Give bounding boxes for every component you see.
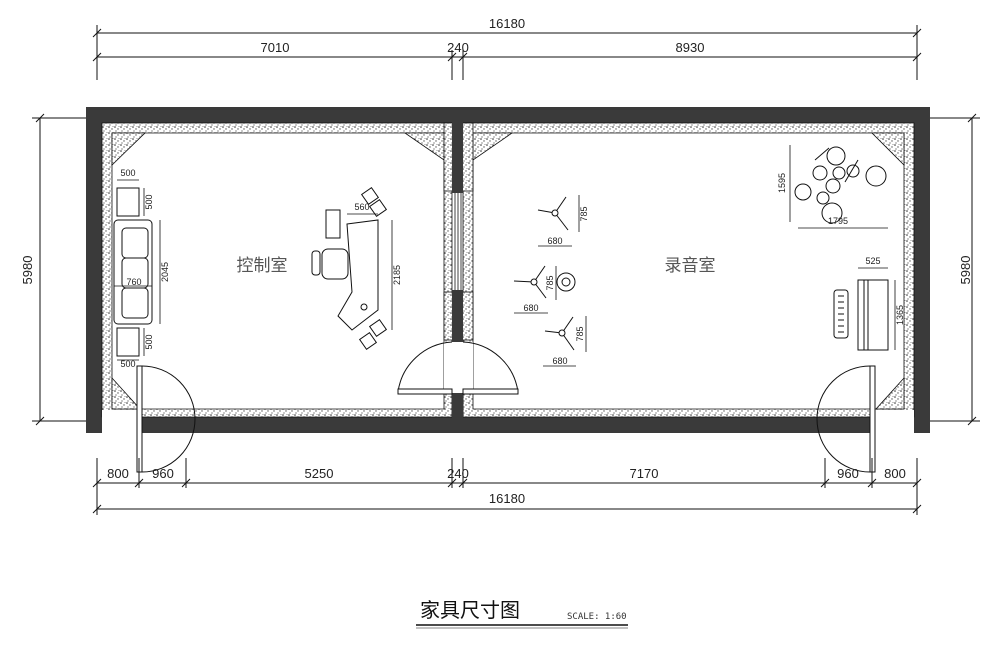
dim-stand3-h: 785: [575, 326, 585, 341]
mic-stand-3: [544, 316, 575, 351]
mic-stand-2: [513, 265, 576, 299]
dim-bottom-seg-4: 240: [447, 466, 469, 481]
dim-sofa-h: 2045: [160, 262, 170, 282]
dim-drum-h: 1595: [777, 173, 787, 193]
drawing-scale: SCALE: 1:60: [567, 612, 627, 622]
dim-right-height: 5980: [958, 256, 973, 285]
dim-left-height: 5980: [20, 256, 35, 285]
dim-top-total: 16180: [489, 16, 525, 31]
dim-bottom-seg-7: 800: [884, 466, 906, 481]
dim-bottom-total: 16180: [489, 491, 525, 506]
drum-kit: [794, 146, 887, 224]
mic-stand-1: [537, 196, 569, 231]
dim-piano-w: 525: [865, 256, 880, 266]
dim-desk-h: 2185: [392, 265, 402, 285]
dim-desk-w: 560: [354, 202, 369, 212]
dim-top-mid: 240: [447, 40, 469, 55]
dim-stand3-w: 680: [552, 356, 567, 366]
recording-room-dim-lines: [514, 145, 896, 367]
dim-bottom-seg-2: 960: [152, 466, 174, 481]
doors: [102, 341, 914, 473]
dim-drum-w: 1795: [828, 216, 848, 226]
dim-bottom-seg-3: 5250: [305, 466, 334, 481]
walls: [86, 107, 930, 433]
control-room-dim-lines: [114, 179, 393, 361]
side-dimensions: [32, 113, 980, 426]
dim-side-chair-bottom-w: 500: [120, 359, 135, 369]
dim-bottom-seg-6: 960: [837, 466, 859, 481]
dim-side-chair-top-h: 500: [144, 194, 154, 209]
dim-piano-h: 1365: [895, 305, 905, 325]
side-chair-top: [116, 187, 140, 217]
dim-side-chair-top-w: 500: [120, 168, 135, 178]
recording-room-furniture: [513, 146, 889, 351]
dim-bottom-seg-5: 7170: [630, 466, 659, 481]
dim-side-chair-bottom-h: 500: [144, 334, 154, 349]
piano: [833, 279, 889, 351]
control-desk: [337, 219, 379, 331]
room-label-control: 控制室: [237, 256, 288, 276]
dim-top-left: 7010: [261, 40, 290, 55]
room-label-recording: 录音室: [665, 256, 716, 276]
office-chair: [321, 248, 349, 280]
dim-stand2-h: 785: [545, 275, 555, 290]
side-chair-bottom: [116, 327, 140, 357]
dim-bottom-seg-1: 800: [107, 466, 129, 481]
top-dimensions: [92, 25, 922, 80]
dim-stand2-w: 680: [523, 303, 538, 313]
control-room-furniture: [113, 186, 388, 357]
dim-top-right: 8930: [676, 40, 705, 55]
dim-stand1-h: 785: [579, 206, 589, 221]
drawing-title: 家具尺寸图: [420, 598, 520, 622]
bottom-dimensions: [92, 458, 922, 515]
dim-stand1-w: 680: [547, 236, 562, 246]
dim-sofa-w: 760: [126, 277, 141, 287]
